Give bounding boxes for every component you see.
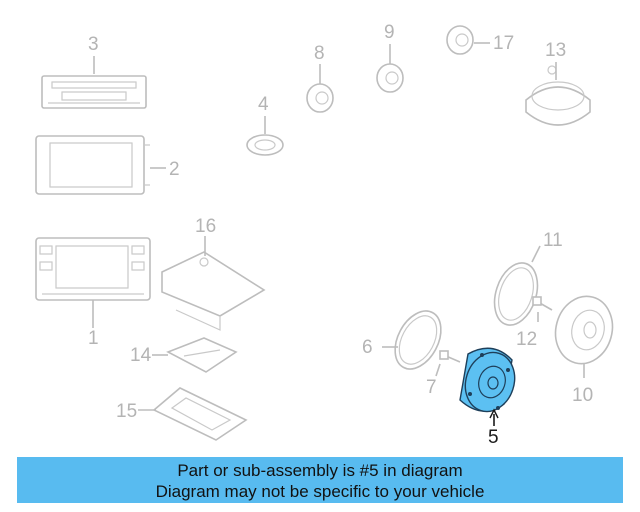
part-5-speaker[interactable] (458, 346, 522, 418)
callout-15[interactable]: 15 (116, 401, 138, 422)
callout-11[interactable]: 11 (543, 230, 563, 251)
callout-14[interactable]: 14 (130, 345, 152, 366)
part-8-tweeter[interactable] (306, 83, 334, 113)
part-7-screw[interactable] (439, 350, 461, 363)
part-10-speaker[interactable] (548, 290, 620, 370)
part-12-screw[interactable] (532, 296, 553, 311)
callout-7[interactable]: 7 (426, 377, 437, 398)
parts-diagram (35, 25, 620, 441)
part-3-radio-unit[interactable] (41, 75, 147, 109)
banner-line-2: Diagram may not be specific to your vehi… (155, 482, 485, 501)
callout-12[interactable]: 12 (516, 329, 538, 350)
part-6-gasket[interactable] (386, 303, 450, 377)
callout-8[interactable]: 8 (314, 43, 325, 64)
leader-7 (435, 363, 441, 377)
info-banner: Part or sub-assembly is #5 in diagram Di… (17, 457, 623, 503)
callout-9[interactable]: 9 (384, 22, 395, 43)
callout-16[interactable]: 16 (195, 216, 217, 237)
callout-13[interactable]: 13 (545, 40, 567, 61)
leader-5-arrow (489, 408, 499, 419)
part-11-gasket[interactable] (487, 257, 545, 330)
part-9-tweeter[interactable] (376, 63, 404, 93)
callout-4[interactable]: 4 (258, 94, 269, 115)
callout-1[interactable]: 1 (88, 328, 99, 349)
part-15-bracket[interactable] (152, 387, 248, 441)
part-2-display-unit[interactable] (35, 135, 150, 195)
part-17-tweeter[interactable] (446, 25, 474, 55)
callout-2[interactable]: 2 (169, 159, 180, 180)
part-13-subwoofer[interactable] (525, 65, 591, 126)
leader-11 (531, 245, 541, 263)
callout-17[interactable]: 17 (493, 33, 515, 54)
part-14-small-module[interactable] (166, 337, 238, 373)
part-4-tweeter[interactable] (246, 134, 284, 156)
part-1-head-unit[interactable] (35, 237, 151, 301)
callout-6[interactable]: 6 (362, 337, 373, 358)
callout-10[interactable]: 10 (572, 385, 594, 406)
part-16-module[interactable] (161, 251, 266, 331)
callout-5[interactable]: 5 (488, 427, 499, 448)
callout-3[interactable]: 3 (88, 34, 99, 55)
banner-line-1: Part or sub-assembly is #5 in diagram (177, 461, 463, 480)
